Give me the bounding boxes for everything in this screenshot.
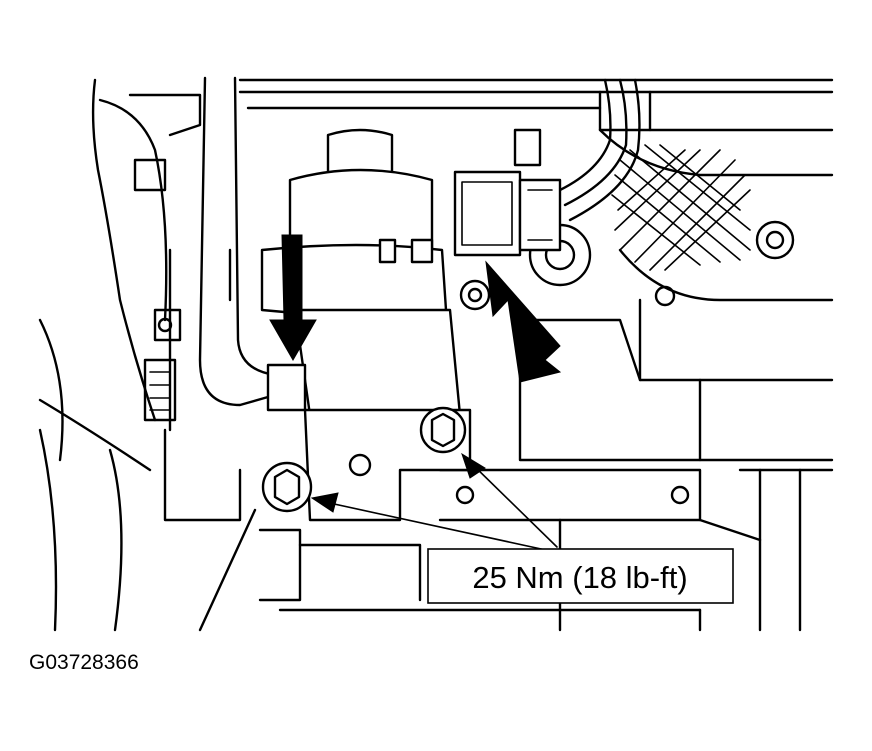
arrow-tube-indicator [269,234,317,362]
torque-leader-lines [310,452,558,553]
figure-id-label: G03728366 [29,651,139,674]
torque-callout: 25 Nm (18 lb-ft) [427,548,734,604]
wiring-harness [558,78,641,222]
arrow-connector-indicator [485,260,562,383]
mounting-bolt-right [419,406,467,454]
egr-tube [198,76,277,407]
mounting-bolt-left [261,461,313,513]
electrical-connector [453,170,562,257]
torque-callout-text: 25 Nm (18 lb-ft) [472,560,687,595]
crosshatch-region [611,144,751,271]
